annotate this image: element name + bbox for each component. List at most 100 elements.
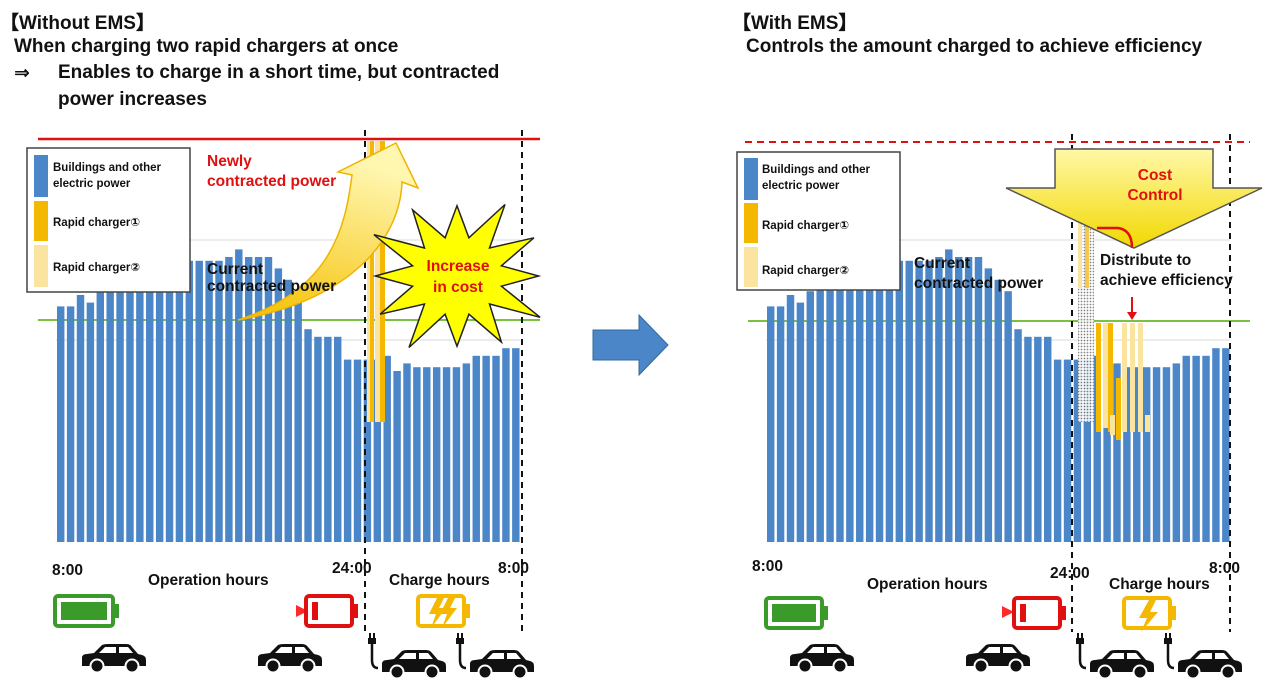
building-bar	[215, 260, 223, 542]
building-bar	[1063, 359, 1072, 542]
legend-swatch-building	[744, 158, 758, 200]
distributed-charger-bars	[1096, 323, 1150, 440]
building-bar	[452, 367, 461, 542]
building-bar	[836, 268, 844, 542]
building-bar	[796, 302, 805, 542]
building-bar	[994, 279, 1002, 542]
distribute-label-2: achieve efficiency	[1100, 272, 1233, 289]
building-bar	[284, 279, 292, 542]
right-bars	[767, 249, 1230, 542]
distributed-charger-bar	[1122, 323, 1127, 432]
building-bar	[954, 257, 963, 542]
legend-swatch-charger1	[34, 201, 48, 241]
building-bar	[116, 268, 124, 542]
building-bar	[512, 348, 520, 542]
charger2-bar	[367, 141, 370, 422]
building-bar	[895, 260, 904, 542]
building-bar	[865, 257, 874, 542]
building-bar	[767, 306, 775, 542]
car-icon	[258, 644, 322, 674]
building-bar	[905, 260, 913, 542]
left-time-start: 8:00	[52, 562, 84, 579]
building-bar	[1182, 355, 1190, 542]
building-bar	[254, 257, 263, 542]
distributed-charger-bar	[1110, 415, 1115, 435]
building-bar	[1172, 363, 1181, 542]
building-bar	[1222, 348, 1230, 542]
building-bar	[442, 367, 451, 542]
building-bar	[1024, 336, 1032, 542]
left-title: 【Without EMS】	[0, 13, 155, 34]
left-charge-hours: Charge hours	[389, 572, 490, 589]
legend-swatch-charger2	[744, 247, 758, 287]
building-bar	[423, 367, 431, 542]
building-bar	[806, 291, 814, 542]
left-operation-hours: Operation hours	[148, 572, 269, 589]
legend-label-building-2: electric power	[762, 180, 840, 192]
distributed-charger-bar	[1130, 323, 1135, 432]
building-bar	[383, 355, 391, 542]
battery-charging-icon	[1122, 596, 1176, 632]
building-bar	[1133, 367, 1141, 542]
building-bar	[403, 363, 411, 542]
building-bar	[925, 260, 933, 542]
building-bar	[502, 348, 510, 542]
right-title: 【With EMS】	[732, 13, 858, 34]
charger1-bar	[370, 141, 374, 422]
battery-full-icon	[53, 594, 119, 628]
left-time-midnight: 24:00	[332, 560, 372, 577]
distribute-connector	[1097, 226, 1134, 249]
plugged-car-icon	[1164, 633, 1242, 680]
right-time-end: 8:00	[1209, 560, 1241, 577]
building-bar	[185, 260, 194, 542]
current-contracted-label: Current	[207, 261, 263, 278]
building-bar	[1053, 359, 1062, 542]
building-bar	[225, 257, 233, 542]
left-bars	[57, 249, 520, 542]
charger1-bar	[380, 141, 385, 422]
building-bar	[462, 363, 471, 542]
building-bar	[482, 355, 490, 542]
legend-swatch-building	[34, 155, 48, 197]
building-bar	[343, 359, 352, 542]
building-bar	[1192, 355, 1200, 542]
building-bar	[353, 359, 362, 542]
building-bar	[1202, 355, 1210, 542]
building-bar	[1162, 367, 1171, 542]
building-bar	[1004, 291, 1012, 542]
building-bar	[1103, 371, 1111, 542]
distributed-charger-bar	[1145, 415, 1150, 432]
building-bar	[155, 257, 164, 542]
building-bar	[826, 268, 834, 542]
battery-low-icon	[1012, 596, 1066, 630]
building-bar	[1113, 363, 1121, 542]
charger2-bar	[375, 141, 380, 422]
right-charge-hours: Charge hours	[1109, 576, 1210, 593]
distributed-charger-bar	[1103, 323, 1108, 428]
battery-charging-icon	[416, 594, 470, 628]
building-bar	[1212, 348, 1220, 542]
without-ems-panel	[26, 130, 669, 680]
right-subtitle: Controls the amount charged to achieve e…	[746, 36, 1203, 57]
current-contracted-label-2: contracted power	[914, 275, 1044, 292]
left-time-end: 8:00	[498, 560, 530, 577]
current-contracted-label-2: contracted power	[207, 278, 337, 295]
building-bar	[885, 257, 894, 542]
building-bar	[304, 329, 312, 542]
building-bar	[86, 302, 95, 542]
building-bar	[373, 359, 382, 542]
with-ems-panel	[736, 134, 1263, 680]
right-time-midnight: 24:00	[1050, 565, 1090, 582]
legend-label-building: Buildings and other	[762, 164, 870, 176]
building-bar	[1152, 367, 1161, 542]
cost-control-label: Cost	[1137, 167, 1173, 184]
building-bar	[235, 249, 243, 542]
building-bar	[1044, 336, 1052, 542]
distribute-label: Distribute to	[1100, 252, 1192, 269]
building-bar	[875, 249, 884, 542]
distribute-pointer-head	[1127, 312, 1137, 320]
burst-label-2: in cost	[433, 279, 483, 296]
building-bar	[274, 268, 283, 542]
building-bar	[136, 268, 144, 542]
